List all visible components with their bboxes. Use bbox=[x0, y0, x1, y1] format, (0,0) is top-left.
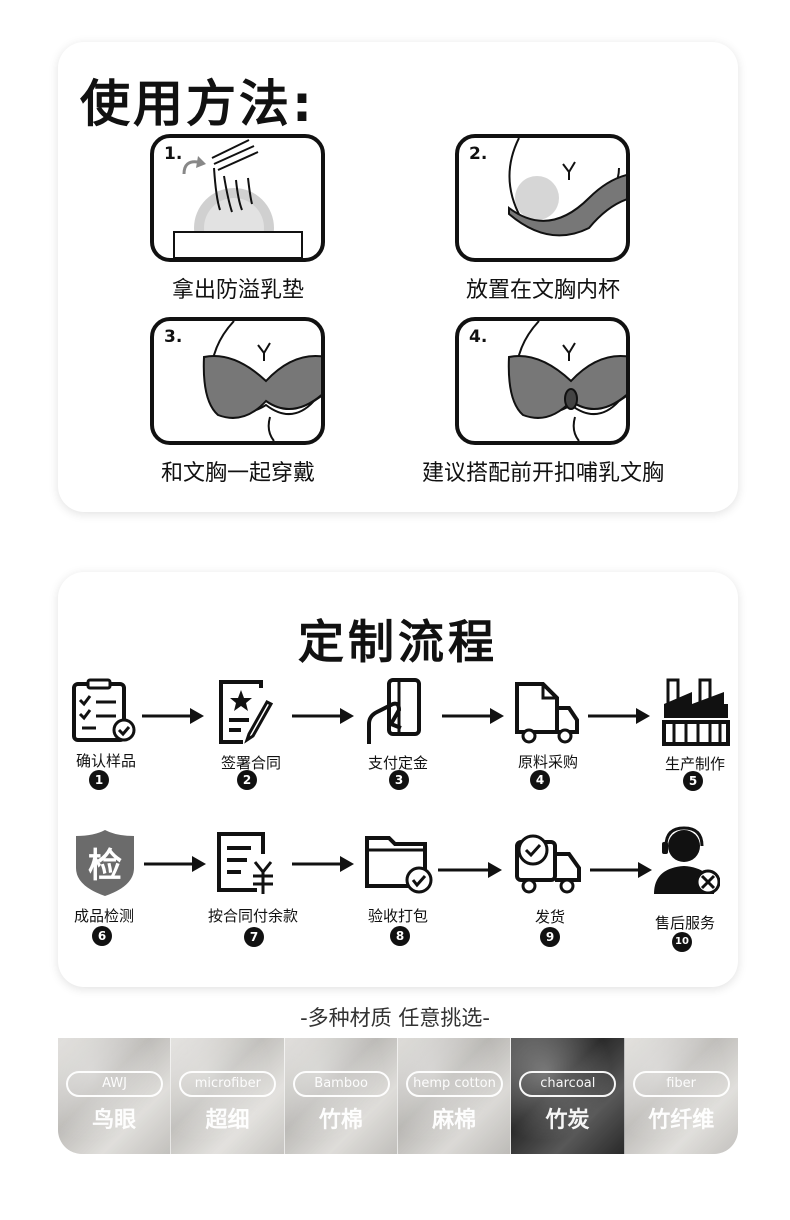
usage-step-2-caption: 放置在文胸内杯 bbox=[465, 278, 620, 303]
usage-step-3: 3. bbox=[150, 317, 325, 445]
material-en-label: microfiber bbox=[179, 1071, 277, 1097]
folder-check-icon bbox=[365, 836, 433, 894]
process-step-4-number: 4 bbox=[530, 770, 550, 790]
inspection-shield-icon: 检 bbox=[70, 828, 140, 898]
process-step-9-number: 9 bbox=[540, 927, 560, 947]
arrow-right-icon bbox=[588, 708, 650, 724]
process-step-10-label: 售后服务 bbox=[654, 914, 715, 932]
usage-step-4-number: 4. bbox=[469, 327, 488, 347]
material-en-label: hemp cotton bbox=[405, 1071, 503, 1097]
material-en-label: fiber bbox=[632, 1071, 730, 1097]
arrow-right-icon bbox=[144, 856, 206, 872]
process-title: 定制流程 bbox=[298, 615, 498, 669]
material-cn-label: 超细 bbox=[205, 1108, 250, 1133]
arrow-right-icon bbox=[142, 708, 204, 724]
process-step-6-label: 成品检测 bbox=[73, 907, 134, 925]
usage-step-2: 2. bbox=[455, 134, 630, 262]
material-swatches: AWJ 鸟眼 microfiber 超细 Bamboo 竹棉 hemp cott… bbox=[58, 1038, 738, 1154]
arrow-right-icon bbox=[590, 862, 652, 878]
material-cn-label: 竹纤维 bbox=[648, 1108, 715, 1133]
material-cn-label: 竹炭 bbox=[545, 1108, 590, 1133]
usage-step-3-number: 3. bbox=[164, 327, 183, 347]
arrow-right-icon bbox=[292, 856, 354, 872]
process-step-7-label: 按合同付余款 bbox=[207, 907, 298, 925]
process-step-9-label: 发货 bbox=[534, 908, 565, 926]
process-step-7-number: 7 bbox=[244, 927, 264, 947]
usage-card: 使用方法: 1. 拿出防溢乳垫 2. 放置在文胸内杯 bbox=[58, 42, 738, 512]
process-step-8-number: 8 bbox=[390, 926, 410, 946]
usage-step-3-caption: 和文胸一起穿戴 bbox=[160, 461, 315, 486]
usage-step-4-caption: 建议搭配前开扣哺乳文胸 bbox=[421, 461, 664, 486]
customer-service-icon bbox=[654, 826, 720, 894]
process-step-3-label: 支付定金 bbox=[367, 754, 428, 772]
usage-step-1-number: 1. bbox=[164, 144, 183, 164]
delivery-truck-icon bbox=[515, 834, 581, 894]
place-pad-icon bbox=[508, 138, 626, 237]
materials-heading: -多种材质 任意挑选- bbox=[300, 1006, 490, 1030]
usage-step-1: 1. bbox=[150, 134, 325, 262]
factory-icon bbox=[662, 678, 730, 746]
arrow-right-icon bbox=[442, 708, 504, 724]
process-step-1-number: 1 bbox=[89, 770, 109, 790]
process-step-8-label: 验收打包 bbox=[367, 907, 428, 925]
front-clasp-bra-icon bbox=[507, 321, 626, 441]
process-step-10-number: 10 bbox=[672, 932, 692, 952]
process-step-4-label: 原料采购 bbox=[517, 753, 578, 771]
usage-step-2-number: 2. bbox=[469, 144, 488, 164]
checklist-icon bbox=[72, 678, 136, 742]
process-step-2-number: 2 bbox=[237, 770, 257, 790]
process-step-6-number: 6 bbox=[92, 926, 112, 946]
process-step-1-label: 确认样品 bbox=[75, 752, 136, 770]
material-swatch-hemp-cotton: hemp cotton 麻棉 bbox=[397, 1038, 512, 1154]
material-en-label: AWJ bbox=[66, 1071, 163, 1097]
arrow-right-icon bbox=[438, 862, 502, 878]
process-card: 定制流程 bbox=[58, 572, 738, 987]
material-swatch-bamboo: Bamboo 竹棉 bbox=[284, 1038, 398, 1154]
material-swatch-microfiber: microfiber 超细 bbox=[171, 1038, 285, 1154]
material-swatch-awj: AWJ 鸟眼 bbox=[58, 1038, 172, 1154]
material-truck-icon bbox=[515, 682, 579, 744]
usage-step-4: 4. bbox=[455, 317, 630, 445]
process-step-5-number: 5 bbox=[683, 771, 703, 791]
usage-title: 使用方法: bbox=[80, 75, 315, 133]
material-cn-label: 麻棉 bbox=[432, 1108, 477, 1133]
usage-step-1-caption: 拿出防溢乳垫 bbox=[171, 278, 304, 303]
sign-contract-icon bbox=[219, 680, 274, 744]
process-step-2-label: 签署合同 bbox=[220, 754, 281, 772]
process-step-3-number: 3 bbox=[389, 770, 409, 790]
material-en-label: charcoal bbox=[519, 1071, 617, 1097]
wear-bra-icon bbox=[202, 321, 321, 441]
balance-payment-icon bbox=[217, 832, 273, 894]
material-swatch-fiber: fiber 竹纤维 bbox=[624, 1038, 738, 1154]
inspection-glyph: 检 bbox=[88, 846, 122, 886]
material-swatch-charcoal: charcoal 竹炭 bbox=[511, 1038, 625, 1154]
material-cn-label: 竹棉 bbox=[318, 1108, 363, 1133]
process-step-5-label: 生产制作 bbox=[664, 755, 725, 773]
material-en-label: Bamboo bbox=[292, 1071, 390, 1097]
take-pad-icon bbox=[173, 139, 303, 258]
arrow-right-icon bbox=[292, 708, 354, 724]
payment-card-icon bbox=[367, 678, 421, 744]
material-cn-label: 鸟眼 bbox=[92, 1108, 137, 1133]
